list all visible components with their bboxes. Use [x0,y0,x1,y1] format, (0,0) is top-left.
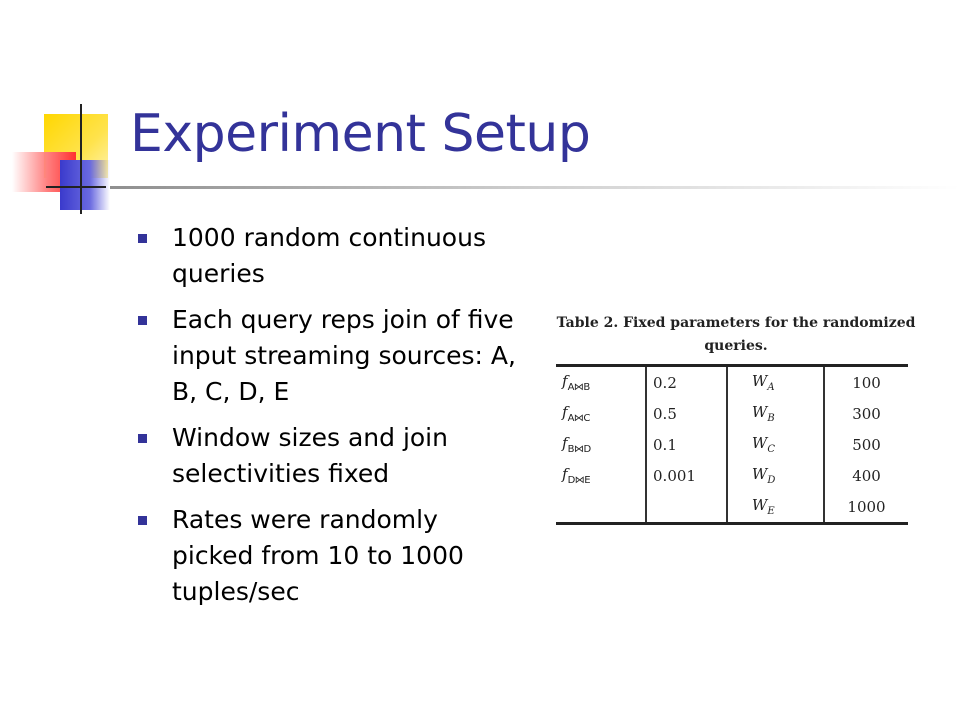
selectivity-value: 0.001 [645,460,727,491]
table-row: fA⋈B 0.2 WA 100 [556,365,908,398]
bullet-item: Each query reps join of five input strea… [130,302,520,410]
square-bullet-icon [138,234,147,243]
window-label: WE [725,491,825,524]
selectivity-label [556,491,646,524]
selectivity-label: fD⋈E [562,465,591,486]
window-value: 400 [823,460,908,491]
square-bullet-icon [138,316,147,325]
square-bullet-icon [138,434,147,443]
window-label: WB [725,398,825,429]
table-row: fB⋈D 0.1 WC 500 [556,429,908,460]
square-bullet-icon [138,516,147,525]
bullet-list: 1000 random continuous queries Each quer… [130,220,520,620]
selectivity-value: 0.2 [645,365,727,398]
title-underline [110,186,960,189]
table-row: fA⋈C 0.5 WB 300 [556,398,908,429]
title-decoration [0,0,140,220]
bullet-item: Window sizes and join selectivities fixe… [130,420,520,492]
decor-horizontal-line [46,186,106,188]
bullet-item: 1000 random continuous queries [130,220,520,292]
decor-blue-square [60,160,110,210]
window-label: WC [725,429,825,460]
window-label: WD [725,460,825,491]
parameters-table-figure: Table 2. Fixed parameters for the random… [556,312,916,525]
bullet-text: Rates were randomly picked from 10 to 10… [172,505,464,606]
window-value: 100 [823,365,908,398]
parameters-table: fA⋈B 0.2 WA 100 fA⋈C 0.5 WB 300 fB⋈D 0.1… [556,364,908,525]
bullet-item: Rates were randomly picked from 10 to 10… [130,502,520,610]
table-caption: Table 2. Fixed parameters for the random… [556,315,916,354]
selectivity-label: fB⋈D [562,434,591,455]
bullet-text: Window sizes and join selectivities fixe… [172,423,448,488]
selectivity-value: 0.1 [645,429,727,460]
window-value: 300 [823,398,908,429]
slide-title: Experiment Setup [130,104,591,164]
selectivity-value [645,491,727,524]
bullet-text: Each query reps join of five input strea… [172,305,516,406]
selectivity-value: 0.5 [645,398,727,429]
window-value: 500 [823,429,908,460]
table-row: fD⋈E 0.001 WD 400 [556,460,908,491]
selectivity-label: fA⋈B [562,372,590,393]
selectivity-label: fA⋈C [562,403,590,424]
window-label: WA [725,365,825,398]
bullet-text: 1000 random continuous queries [172,223,486,288]
table-row: WE 1000 [556,491,908,524]
decor-vertical-line [80,104,82,214]
window-value: 1000 [823,491,908,524]
